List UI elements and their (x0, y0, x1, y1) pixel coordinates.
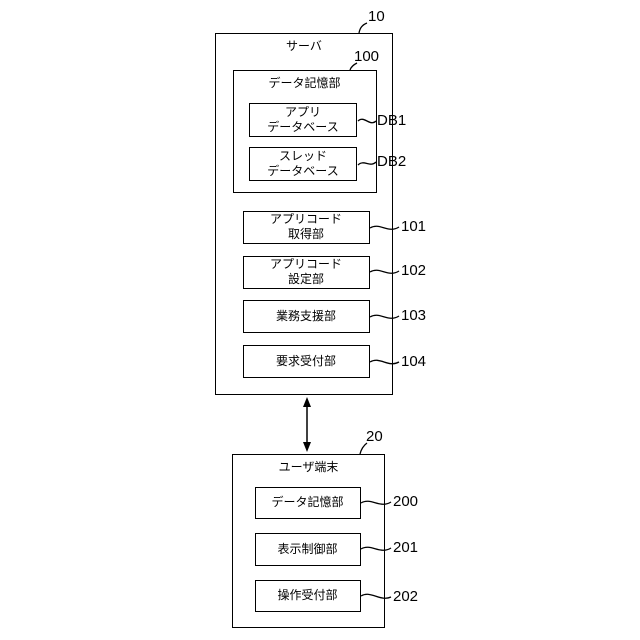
ref-operation-reception: 202 (393, 589, 418, 605)
unit-label-line: 要求受付部 (276, 354, 336, 369)
arrow-head-down (303, 442, 311, 452)
unit-label-line: 設定部 (288, 272, 324, 287)
unit-label-line: アプリコード (270, 212, 342, 227)
ref-user-terminal: 20 (366, 429, 383, 445)
ref-request-reception: 104 (401, 354, 426, 370)
unit-label-line: 操作受付部 (277, 588, 337, 603)
ref-app-code-acquisition: 101 (401, 219, 426, 235)
user-terminal-box: ユーザ端末 データ記憶部 表示制御部 操作受付部 (232, 454, 385, 628)
bidirectional-arrow (303, 397, 311, 452)
display-control-unit: 表示制御部 (255, 533, 361, 566)
unit-label-line: 表示制御部 (277, 542, 337, 557)
app-code-setting-unit: アプリコード 設定部 (243, 256, 370, 289)
app-database-box: アプリ データベース (249, 103, 357, 137)
ref-thread-database: DB2 (377, 154, 406, 170)
thread-database-label-line: スレッド (279, 149, 327, 164)
ref-terminal-data-storage: 200 (393, 494, 418, 510)
request-reception-unit: 要求受付部 (243, 345, 370, 378)
arrow-head-up (303, 397, 311, 407)
ref-app-database: DB1 (377, 113, 406, 129)
thread-database-label-line: データベース (267, 164, 338, 179)
ref-business-support: 103 (401, 308, 426, 324)
unit-label-line: 業務支援部 (276, 309, 336, 324)
unit-label-line: 取得部 (288, 227, 324, 242)
operation-reception-unit: 操作受付部 (255, 580, 361, 612)
app-database-label-line: データベース (267, 120, 338, 135)
data-storage-title: データ記憶部 (234, 75, 376, 91)
thread-database-box: スレッド データベース (249, 147, 357, 181)
server-box: サーバ データ記憶部 アプリ データベース スレッド データベース アプリコード… (215, 33, 393, 395)
unit-label-line: アプリコード (270, 257, 342, 272)
user-terminal-title: ユーザ端末 (233, 459, 384, 475)
ref-data-storage: 100 (354, 49, 379, 65)
unit-label-line: データ記憶部 (271, 495, 343, 510)
ref-server: 10 (368, 9, 385, 25)
ref-app-code-setting: 102 (401, 263, 426, 279)
data-storage-box: データ記憶部 アプリ データベース スレッド データベース (233, 70, 377, 193)
app-database-label-line: アプリ (285, 105, 321, 120)
leader-line-server (359, 23, 367, 33)
terminal-data-storage-unit: データ記憶部 (255, 487, 361, 519)
business-support-unit: 業務支援部 (243, 300, 370, 333)
ref-display-control: 201 (393, 540, 418, 556)
app-code-acquisition-unit: アプリコード 取得部 (243, 211, 370, 244)
